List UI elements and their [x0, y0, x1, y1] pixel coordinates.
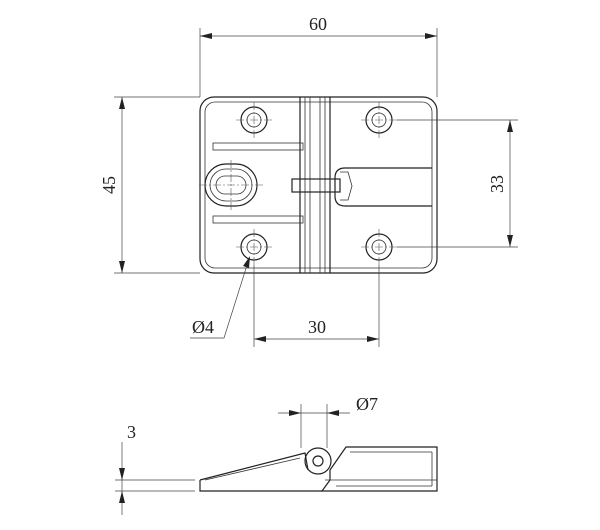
dimension-label-hole-vertical-spacing: 33 [487, 175, 507, 193]
dimension-label-pin-diameter: Ø7 [356, 394, 378, 414]
left-leaf-profile [199, 452, 322, 492]
dimension-hole-horizontal-spacing: 30 [253, 265, 380, 347]
dimension-pin-diameter: Ø7 [278, 394, 378, 448]
pin-knuckle [304, 447, 332, 475]
hole-bottom-left [236, 229, 272, 265]
dimension-label-plate-thickness: 3 [127, 422, 136, 442]
dimension-overall-width: 60 [199, 14, 438, 97]
hole-top-left [236, 102, 272, 138]
pin-hole [312, 455, 324, 467]
plate-outline [199, 96, 438, 274]
hinge-knuckle [299, 97, 331, 273]
right-leaf-recess [291, 167, 432, 207]
plate-inner-outline [204, 101, 433, 269]
dimension-plate-thickness: 3 [115, 422, 195, 515]
mounting-holes [236, 102, 397, 265]
oblong-slot [199, 160, 263, 210]
right-leaf-profile [320, 446, 438, 492]
dimension-hole-diameter: Ø4 [190, 256, 250, 339]
dimension-label-hole-diameter: Ø4 [192, 317, 214, 337]
left-leaf-slots [212, 142, 304, 224]
dimension-overall-height: 45 [99, 96, 200, 274]
dimension-label-hole-horizontal-spacing: 30 [308, 317, 326, 337]
dimension-label-overall-width: 60 [309, 14, 327, 34]
side-view: Ø7 3 [115, 394, 438, 515]
dimension-hole-vertical-spacing: 33 [397, 119, 518, 248]
hole-bottom-right [361, 229, 397, 265]
hole-top-right [361, 102, 397, 138]
dimension-label-overall-height: 45 [99, 176, 119, 194]
top-view: 60 45 33 30 [99, 14, 518, 347]
